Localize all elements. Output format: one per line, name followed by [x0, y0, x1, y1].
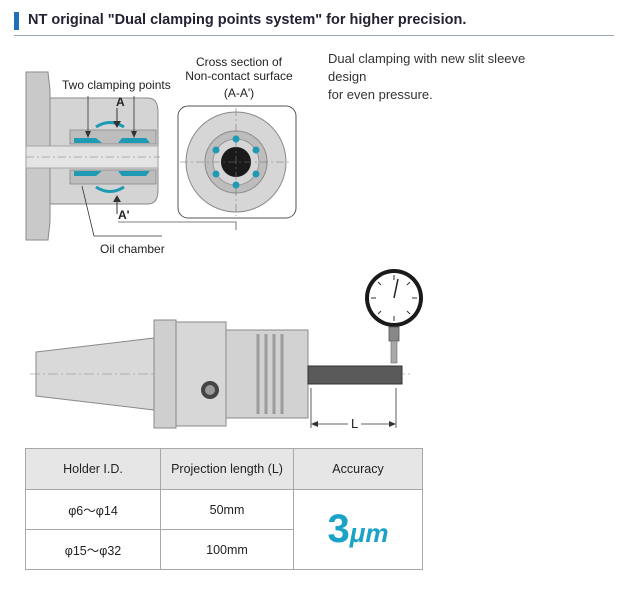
contact-point: [212, 146, 220, 154]
oil-chamber-upper: [95, 121, 125, 129]
description-line: design: [328, 69, 367, 84]
accuracy-value: 3: [327, 507, 350, 551]
contact-point: [252, 146, 260, 154]
table-row: φ6〜φ14 50mm 3μm: [25, 489, 423, 570]
dimension-l-label: L: [348, 416, 362, 431]
description-line: Dual clamping with new slit sleeve: [328, 51, 526, 66]
contact-point: [212, 170, 220, 178]
projection-cell: 100mm: [160, 529, 294, 570]
contact-point: [252, 170, 260, 178]
accuracy-unit: μm: [349, 518, 389, 548]
holder-flange: [153, 319, 177, 429]
accuracy-table: Holder I.D. Projection length (L) Accura…: [25, 448, 423, 570]
two-clamping-points-label: Two clamping points: [62, 78, 171, 92]
clamping-diagram: [25, 71, 297, 241]
table-header-row: Holder I.D. Projection length (L) Accura…: [25, 448, 423, 490]
cross-section-line2: Non-contact surface: [185, 69, 293, 83]
contact-point: [232, 135, 240, 143]
contact-point: [232, 181, 240, 189]
cross-section-caption: Cross section of Non-contact surface (A-…: [181, 55, 297, 100]
clamping-point-lower-right: [118, 171, 150, 176]
oil-chamber-label: Oil chamber: [100, 242, 165, 256]
clamping-point-upper-right: [118, 138, 150, 143]
dial-stem: [390, 340, 398, 364]
holder-id-cell: φ15〜φ32: [25, 529, 161, 570]
header-accent-bar: [14, 12, 19, 30]
description: Dual clamping with new slit sleeve desig…: [328, 50, 568, 104]
test-bar: [307, 365, 403, 385]
description-line: for even pressure.: [328, 87, 433, 102]
header-title: NT original "Dual clamping points system…: [28, 12, 467, 28]
holder-id-cell: φ6〜φ14: [25, 489, 161, 530]
column-header-projection: Projection length (L): [160, 448, 294, 490]
section-a-label: A: [116, 95, 125, 109]
dial-needle: [393, 278, 399, 299]
oil-chamber-lower: [95, 185, 125, 193]
projection-cell: 50mm: [160, 489, 294, 530]
column-header-holder-id: Holder I.D.: [25, 448, 161, 490]
cross-section-ref: (A-A'): [223, 86, 255, 100]
cross-section-line1: Cross section of: [195, 55, 283, 69]
table-row: φ15〜φ32 100mm: [25, 529, 423, 570]
column-header-accuracy: Accuracy: [293, 448, 423, 490]
clamping-point-upper-left: [74, 138, 102, 143]
accuracy-cell: 3μm: [293, 489, 423, 570]
clamping-point-lower-left: [74, 171, 102, 176]
runout-diagram: [30, 269, 423, 429]
section-a-prime-label: A': [118, 208, 130, 222]
section-header: NT original "Dual clamping points system…: [14, 11, 614, 36]
